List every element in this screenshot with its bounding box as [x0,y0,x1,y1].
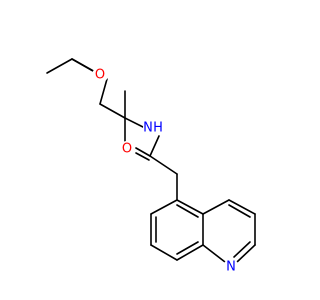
ring-inner-c4a-c5 [176,204,199,218]
bond-carbonyl-double-b [135,152,150,161]
ring-bond-c8-c8a [176,244,204,261]
ring-bond-c4-c3 [228,199,256,215]
bond-carbonyl-ch2 [149,155,178,175]
quinoline-nitrogen-label: N [226,260,236,275]
bond-quaternary-c-nitrogen [124,117,144,128]
bond-layer [46,58,256,263]
bond-nitrogen-carbonyl-c [149,135,160,157]
ring-inner-c4-c3 [228,204,251,218]
molecule-canvas: O N H O N [46,58,256,275]
ring-bond-c7-c8 [150,244,178,261]
carbonyl-oxygen-label: O [122,142,132,157]
amide-nh-atom: N H [143,118,163,136]
ether-oxygen-label: O [95,68,105,83]
ring-bond-c5-c6 [150,199,178,215]
ring-inner-c8-c8a [176,241,199,255]
ring-inner-c2-n1 [233,241,251,258]
bond-isopropyl-ch-oxygen [71,58,94,72]
ring-bond-n1-c8a [202,244,226,263]
ring-bond-c4a-c4 [202,199,230,215]
amide-nitrogen-label: N [143,121,153,136]
atom-label-layer: O N H O N [92,67,239,275]
ether-oxygen-atom: O [92,67,108,83]
ring-bond-c4a-c5 [176,199,204,215]
structure-diagram: O N H O N [46,58,256,275]
quinoline-nitrogen-atom: N [223,259,239,275]
bond-isopropyl-methyl-left [46,58,73,74]
bond-ch2-quaternary-c [99,103,126,119]
bond-oxygen-ch2 [99,78,108,105]
bond-carbonyl-double-a [135,147,151,157]
ring-bond-c2-n1 [236,244,256,263]
amide-hydrogen-label: H [153,121,163,136]
carbonyl-oxygen-atom: O [119,141,135,157]
